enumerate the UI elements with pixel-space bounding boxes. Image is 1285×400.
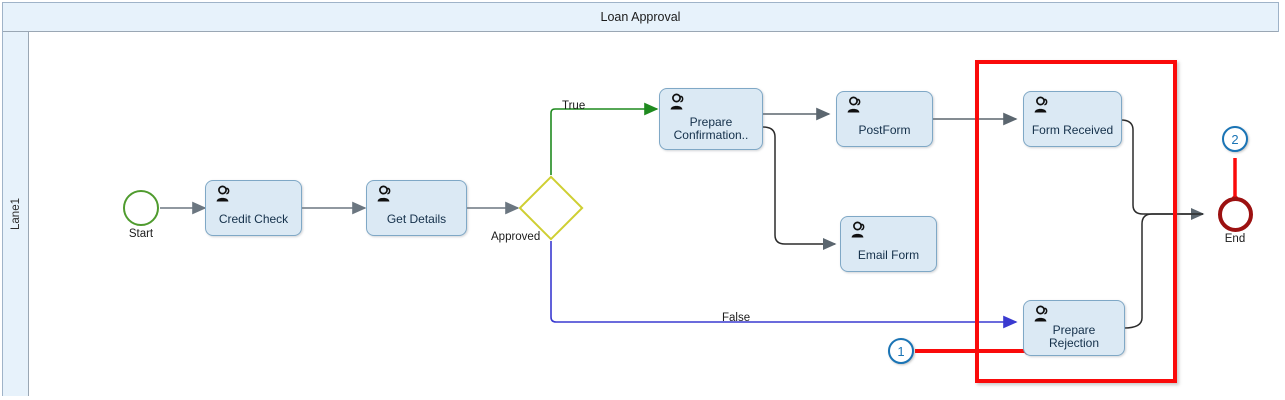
end-event[interactable] [1218,197,1253,232]
start-event-label: Start [128,228,154,240]
highlight-rectangle [975,60,1177,383]
task-get-details[interactable]: Get Details [366,180,467,236]
lane-label-text: Lane1 [9,198,22,230]
gateway-label: Approved [491,231,541,243]
user-icon [847,96,861,113]
task-label: Email Form [857,247,920,262]
edge-label-false: False [722,312,751,324]
task-label: Get Details [386,211,447,226]
task-post-form[interactable]: PostForm [836,91,933,147]
task-label: PostForm [858,122,911,137]
task-label: Form Received [1031,122,1114,137]
callout-marker-2: 2 [1222,126,1248,152]
user-icon [1034,305,1048,322]
task-prepare-rejection[interactable]: Prepare Rejection [1023,300,1125,356]
user-icon [1034,96,1048,113]
task-label: Credit Check [218,211,289,226]
pool-title: Loan Approval [3,3,1278,32]
end-event-label: End [1224,233,1246,245]
task-form-received[interactable]: Form Received [1023,91,1122,147]
start-event[interactable] [123,190,159,226]
pool-title-text: Loan Approval [600,10,681,24]
task-email-form[interactable]: Email Form [840,216,937,272]
user-icon [851,221,865,238]
task-label: Prepare Rejection [1048,323,1100,350]
task-prepare-confirmation[interactable]: Prepare Confirmation.. [659,88,763,150]
lane-header: Lane1 [3,32,29,396]
user-icon [670,93,684,110]
task-credit-check[interactable]: Credit Check [205,180,302,236]
task-label: Prepare Confirmation.. [673,115,749,142]
user-icon [216,185,230,202]
edge-label-true: True [562,100,586,112]
callout-marker-1: 1 [888,338,914,364]
user-icon [377,185,391,202]
